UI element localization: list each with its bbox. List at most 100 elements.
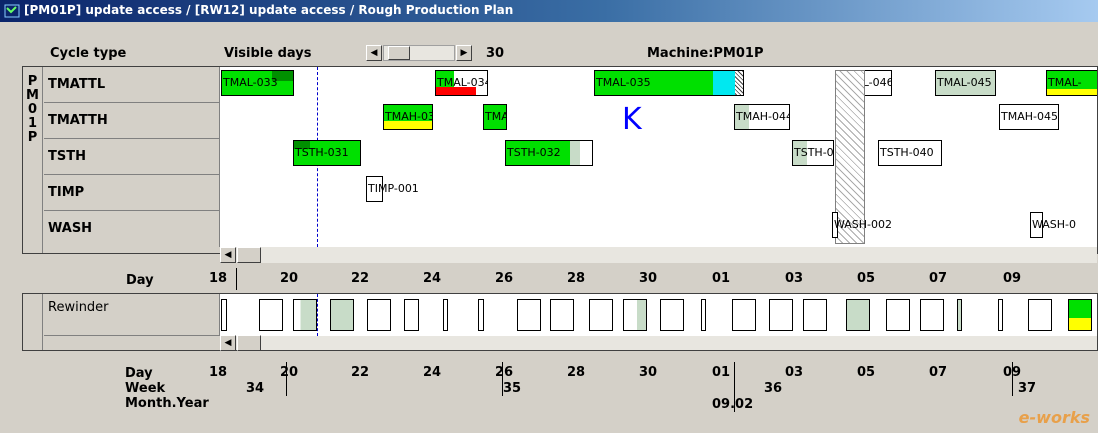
- day-tick: 26: [495, 271, 514, 286]
- task-label: WASH-0: [1032, 218, 1077, 231]
- task-bar[interactable]: TSTH-033: [792, 140, 834, 166]
- day-tick: 01: [712, 365, 731, 380]
- day-tick: 20: [280, 365, 299, 380]
- hscroll-thumb[interactable]: [237, 247, 261, 263]
- week-number: 37: [1018, 381, 1037, 396]
- task-bar[interactable]: TMAL-035: [594, 70, 744, 96]
- rewinder-block[interactable]: [998, 299, 1003, 331]
- task-segment: [735, 105, 749, 129]
- task-bar[interactable]: TSTH-040: [878, 140, 942, 166]
- rewinder-hscroll[interactable]: ◀: [220, 335, 1097, 351]
- day-tick: 28: [567, 271, 586, 286]
- bottom-axis: 18 20 22 24 26 28 30 01 03 05 07 09 34 3…: [209, 362, 1098, 418]
- rewinder-block[interactable]: [623, 299, 647, 331]
- month-year-label: Month.Year: [125, 396, 209, 411]
- day-tick: 22: [351, 271, 370, 286]
- task-bar[interactable]: TIMP-001: [366, 176, 419, 202]
- task-bar[interactable]: TMAH-045: [999, 104, 1059, 130]
- visible-days-thumb[interactable]: [388, 46, 410, 60]
- row-head-tmatth: TMATTH: [44, 103, 220, 139]
- rewinder-block[interactable]: [732, 299, 756, 331]
- machine-letter: 1: [27, 116, 38, 131]
- week-label: Week: [125, 381, 166, 396]
- task-label: TSTH-040: [880, 146, 934, 159]
- title-bar: [PM01P] update access / [RW12] update ac…: [0, 0, 1098, 22]
- rewinder-block[interactable]: [1028, 299, 1052, 331]
- rewinder-block[interactable]: [886, 299, 910, 331]
- rewinder-hscroll-left-button[interactable]: ◀: [220, 335, 236, 351]
- rewinder-block[interactable]: [550, 299, 574, 331]
- rewinder-hscroll-thumb[interactable]: [237, 335, 261, 351]
- day-tick: 30: [639, 365, 658, 380]
- day-tick: 07: [929, 271, 948, 286]
- task-bar[interactable]: TMAH-044: [734, 104, 790, 130]
- rewinder-grid: [220, 294, 1097, 336]
- rewinder-block[interactable]: [367, 299, 391, 331]
- day-tick: 07: [929, 365, 948, 380]
- task-segment: [436, 87, 476, 95]
- task-bar[interactable]: TMAH-033: [383, 104, 433, 130]
- rewinder-block[interactable]: [920, 299, 944, 331]
- task-bar[interactable]: TMAH-039: [483, 104, 507, 130]
- week-tick-mark: [1012, 362, 1013, 396]
- rewinder-block[interactable]: [701, 299, 706, 331]
- visible-days-slider[interactable]: [383, 45, 455, 61]
- task-bar[interactable]: TSTH-032: [505, 140, 593, 166]
- row-head-tsth: TSTH: [44, 139, 220, 175]
- rewinder-block[interactable]: [846, 299, 870, 331]
- rewinder-block[interactable]: [957, 299, 962, 331]
- task-label: TMAL-033: [223, 76, 278, 89]
- visible-days-label: Visible days: [224, 46, 312, 61]
- gantt-hscroll[interactable]: ◀: [220, 247, 1097, 263]
- task-bar[interactable]: TMAL-: [1046, 70, 1097, 96]
- week-number: 36: [764, 381, 783, 396]
- task-segment: [436, 71, 454, 87]
- day-tick: 09: [1003, 271, 1022, 286]
- rewinder-block[interactable]: [769, 299, 793, 331]
- rewinder-block[interactable]: [404, 299, 419, 331]
- rewinder-block[interactable]: [330, 299, 354, 331]
- scroll-right-button[interactable]: ▶: [456, 45, 472, 61]
- task-bar[interactable]: WASH-0: [1030, 212, 1076, 238]
- rewinder-block[interactable]: [259, 299, 283, 331]
- day-tick: 18: [209, 271, 228, 286]
- rewinder-block[interactable]: [478, 299, 484, 331]
- rewinder-block[interactable]: [221, 299, 227, 331]
- task-segment: [793, 141, 807, 165]
- day-tick: 24: [423, 365, 442, 380]
- cycle-type-label: Cycle type: [50, 46, 127, 61]
- machine-letter: M: [26, 88, 39, 103]
- task-bar[interactable]: TSTH-031: [293, 140, 361, 166]
- rewinder-block[interactable]: [443, 299, 448, 331]
- task-segment: [294, 141, 310, 149]
- task-segment: [506, 141, 570, 165]
- task-bar[interactable]: TMAL-034: [435, 70, 488, 96]
- rewinder-frame: Rewinder ◀: [22, 293, 1098, 351]
- watermark-logo: e-works: [1018, 408, 1090, 427]
- rewinder-block[interactable]: [589, 299, 613, 331]
- rewinder-block[interactable]: [660, 299, 684, 331]
- rewinder-block[interactable]: [517, 299, 541, 331]
- task-bar[interactable]: WASH-002: [832, 212, 892, 238]
- visible-days-value: 30: [486, 46, 505, 61]
- task-segment: [1047, 89, 1097, 95]
- day-axis: 18 20 22 24 26 28 30 01 03 05 07 09: [209, 268, 1098, 292]
- task-bar[interactable]: TMAL-045: [935, 70, 996, 96]
- week-tick-mark: [286, 362, 287, 396]
- month-year-value: 09.02: [712, 397, 754, 412]
- rewinder-label: Rewinder: [44, 294, 220, 336]
- rewinder-block[interactable]: [1068, 299, 1092, 331]
- rewinder-gutter: [23, 294, 43, 350]
- day-tick: 03: [785, 271, 804, 286]
- task-label: TMAL-034: [437, 76, 488, 89]
- task-segment: [272, 71, 293, 81]
- hscroll-left-button[interactable]: ◀: [220, 247, 236, 263]
- task-label: TMAH-033: [385, 110, 432, 123]
- day-tick: 18: [209, 365, 228, 380]
- task-segment: [735, 71, 743, 95]
- rewinder-block[interactable]: [803, 299, 827, 331]
- task-bar[interactable]: TMAL-033: [221, 70, 294, 96]
- scroll-left-button[interactable]: ◀: [366, 45, 382, 61]
- day-axis-label: Day: [126, 273, 154, 288]
- rewinder-block[interactable]: [293, 299, 317, 331]
